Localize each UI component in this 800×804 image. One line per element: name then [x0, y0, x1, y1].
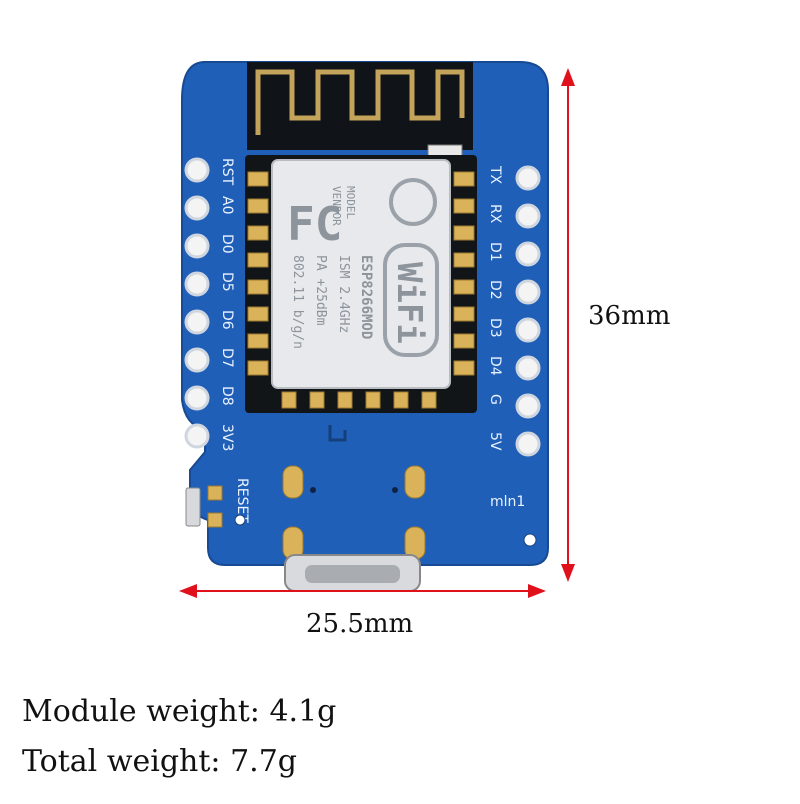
pin-hole-left	[184, 423, 210, 449]
pin-label-right: G	[487, 394, 503, 405]
module-pad-left	[247, 171, 269, 187]
pin-label-right: D3	[487, 318, 503, 338]
module-part-number: ESP8266MOD	[358, 255, 374, 339]
module-pad-right	[453, 225, 475, 241]
module-standard-label: 802.11 b/g/n	[290, 255, 305, 349]
via	[310, 487, 316, 493]
total-weight-text: Total weight: 7.7g	[22, 744, 297, 779]
pin-label-right: D2	[487, 280, 503, 300]
pin-label-right: 5V	[487, 432, 503, 451]
reset-button	[185, 487, 201, 527]
module-pad-bottom	[421, 391, 437, 409]
pin-hole-left	[184, 347, 210, 373]
mount-hole	[523, 533, 537, 547]
trace-squiggle	[328, 425, 347, 442]
module-pad-bottom	[393, 391, 409, 409]
pin-label-right: D1	[487, 242, 503, 262]
module-ism-label: ISM 2.4GHz	[336, 255, 351, 333]
module-model-label: MODEL	[344, 186, 357, 219]
height-arrow-bottom	[561, 564, 575, 582]
pin-hole-left	[184, 309, 210, 335]
module-pad-left	[247, 306, 269, 322]
pin-hole-left	[184, 385, 210, 411]
module-pad-right	[453, 360, 475, 376]
module-pad-left	[247, 279, 269, 295]
pin-hole-right	[515, 203, 541, 229]
pin-label-left: RST	[219, 158, 235, 186]
pin-hole-right	[515, 317, 541, 343]
reset-pad	[207, 485, 223, 501]
height-arrow-top	[561, 68, 575, 86]
pin-hole-right	[515, 355, 541, 381]
width-arrow-right	[528, 584, 546, 598]
pin-label-left: D6	[219, 310, 235, 330]
module-pad-right	[453, 306, 475, 322]
module-weight-text: Module weight: 4.1g	[22, 694, 337, 729]
module-pad-left	[247, 333, 269, 349]
mount-hole	[234, 514, 246, 526]
height-dimension-label: 36mm	[588, 301, 671, 331]
usb-pad-right-top	[404, 465, 426, 499]
module-pad-left	[247, 252, 269, 268]
antenna-area	[247, 62, 473, 150]
reset-label: RESET	[234, 478, 250, 523]
pin-label-right: RX	[487, 204, 503, 224]
wifi-logo: WiFi	[389, 262, 429, 344]
module-pad-bottom	[309, 391, 325, 409]
module-pad-right	[453, 171, 475, 187]
pin-label-left: D0	[219, 234, 235, 254]
usb-c-opening	[305, 565, 400, 583]
pin-label-left: A0	[219, 196, 235, 214]
pin-hole-right	[515, 165, 541, 191]
width-arrow-left	[179, 584, 197, 598]
module-pad-bottom	[365, 391, 381, 409]
pin-label-left: D8	[219, 386, 235, 406]
module-pad-right	[453, 252, 475, 268]
pin-hole-left	[184, 271, 210, 297]
pin-hole-left	[184, 233, 210, 259]
pin-label-right: D4	[487, 356, 503, 376]
module-pad-left	[247, 198, 269, 214]
reset-pad	[207, 512, 223, 528]
antenna-trace	[255, 69, 465, 135]
pin-hole-right	[515, 393, 541, 419]
module-pa-label: PA +25dBm	[313, 255, 328, 326]
module-vendor-label: VENDOR	[330, 186, 343, 226]
module-pad-bottom	[337, 391, 353, 409]
module-pad-left	[247, 225, 269, 241]
module-pad-right	[453, 198, 475, 214]
via	[392, 487, 398, 493]
pin-label-left: D5	[219, 272, 235, 292]
width-dimension-label: 25.5mm	[306, 609, 414, 639]
espressif-logo	[389, 178, 437, 226]
pin-label-left: D7	[219, 348, 235, 368]
pin-hole-left	[184, 157, 210, 183]
pin-hole-right	[515, 431, 541, 457]
pin-label-right: TX	[487, 165, 503, 185]
fc-logo: FC	[287, 197, 342, 251]
board-label: mln1	[490, 494, 525, 510]
pin-hole-right	[515, 241, 541, 267]
pin-hole-right	[515, 279, 541, 305]
module-pad-bottom	[281, 391, 297, 409]
pin-label-left: 3V3	[219, 424, 235, 451]
rf-shield	[271, 159, 451, 389]
wifi-logo-frame	[383, 243, 439, 357]
pin-hole-left	[184, 195, 210, 221]
module-pad-left	[247, 360, 269, 376]
module-pad-right	[453, 333, 475, 349]
module-pad-right	[453, 279, 475, 295]
usb-pad-left-top	[282, 465, 304, 499]
